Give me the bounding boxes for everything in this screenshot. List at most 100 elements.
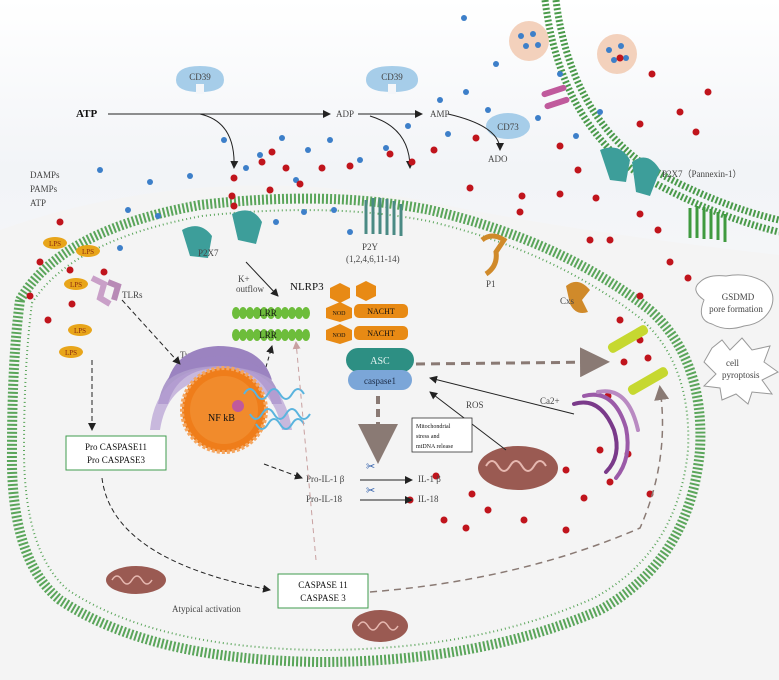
adenosine-molecule [383,145,389,151]
adenosine-molecule [461,15,467,21]
tlr-receptor: TLRs [90,275,143,307]
il1b-label: IL-1 β [418,474,441,484]
atp-molecule [266,186,274,194]
nucleus-arrows [263,463,303,480]
adenosine-molecule [485,107,491,113]
pamps-label: PAMPs [30,184,58,194]
dna-strand [243,388,311,430]
p2x7-receptor: P2X7 [182,210,262,258]
caspase-up-arrow [292,341,317,561]
asc-protein: ASC [346,348,414,372]
il18-label: IL-18 [418,494,439,504]
atp-molecule [26,292,34,300]
atp-molecule [230,174,238,182]
atp-molecule [636,210,644,218]
ros-label: ROS [466,400,484,410]
cd73-label: CD73 [497,122,519,132]
atp-molecule [556,142,564,150]
atp-molecule [616,54,624,62]
atp-molecule [100,268,108,276]
gsdmd-label-2: pore formation [709,304,763,314]
mito-stress-box: Mitochondrial stress and mtDNA release [411,417,473,453]
cell-label-1: cell [726,358,739,368]
nacht-domain-2: NACHT [354,326,408,340]
ado-label: ADO [488,154,508,164]
atp-top-label: ATP [76,108,97,120]
adenosine-molecule [279,135,285,141]
nfkb-label: NF kB [208,413,235,424]
gsdmd-pore [607,325,669,395]
cd39-enzyme-left: CD39 [176,66,224,94]
adenosine-molecule [257,152,263,158]
pyroptosis-callout: cell pyroptosis [702,337,779,405]
atp-molecule [258,158,266,166]
svg-text:caspase1: caspase1 [364,376,396,386]
atp-molecule [346,162,354,170]
atp-molecule [556,190,564,198]
svg-text:LPS: LPS [82,248,94,256]
atp-left-label: ATP [30,198,46,208]
atp-molecule [430,146,438,154]
atp-molecule [466,184,474,192]
atp-molecule [230,202,238,210]
atp-molecule [654,226,662,234]
pro-caspase-box: Pro CASPASE11 Pro CASPASE3 [65,435,167,471]
lrr-domain-1: LRR [232,307,310,319]
pro-il18-label: Pro-IL-18 [306,494,342,504]
adenosine-molecule [117,245,123,251]
adenosine-molecule [463,89,469,95]
adenosine-molecule [147,179,153,185]
atp-molecule [562,466,570,474]
pro-il-text: Pro-IL-1 β Pro-IL-18 IL-1 β IL-18 ✂ ✂ [306,461,441,504]
cxs-channel: Cxs [560,281,590,313]
pannexin-channel [541,84,570,110]
atp-molecule [282,164,290,172]
atp-molecule [592,194,600,202]
caspase-box: CASPASE 11 CASPASE 3 [277,573,369,609]
gpcr-neighbor [688,206,727,242]
atp-molecule [296,180,304,188]
lrr-domain-2: LRR [232,329,310,341]
atp-molecule [36,258,44,266]
nlrp3-label: NLRP3 [290,281,324,293]
atp-molecule [440,516,448,524]
adenosine-molecule [493,61,499,67]
atp-molecule [386,150,394,158]
svg-text:stress and: stress and [416,434,440,440]
atp-molecule [580,494,588,502]
adenosine-molecule [437,97,443,103]
atp-molecule [574,166,582,174]
adenosine-molecule [293,177,299,183]
atp-molecule [228,192,236,200]
p2x7-neighbor [600,147,660,196]
atp-molecule [268,148,276,156]
svg-text:LRR: LRR [259,330,277,340]
lps-5: LPS [59,346,83,358]
cxs-label: Cxs [560,296,575,306]
gsdmd-callout: GSDMD pore formation [695,274,774,330]
svg-text:LRR: LRR [259,308,277,318]
atp-molecule [56,218,64,226]
adenosine-molecule [445,131,451,137]
cd39-enzyme-right: CD39 [366,66,418,94]
caspase1-protein: caspase1 [348,370,412,390]
scissors-icon-2: ✂ [366,485,375,497]
p2y-label: P2Y [362,242,379,252]
atp-molecule [636,120,644,128]
lps-2: LPS [76,245,100,257]
adenosine-molecule [221,137,227,143]
adenosine-molecule [347,229,353,235]
svg-text:NOD: NOD [333,333,347,339]
typical-activation-arrow [263,345,274,375]
atp-molecule [596,446,604,454]
atp-molecule [562,526,570,534]
adenosine-molecule [327,137,333,143]
gsdmd-arrow [415,347,610,378]
scissors-icon-1: ✂ [366,461,375,473]
atp-molecule [468,490,476,498]
molecule-dots [26,15,712,534]
svg-text:LPS: LPS [70,281,82,289]
ca2-arrow [429,375,575,415]
atp-molecule [692,128,700,136]
